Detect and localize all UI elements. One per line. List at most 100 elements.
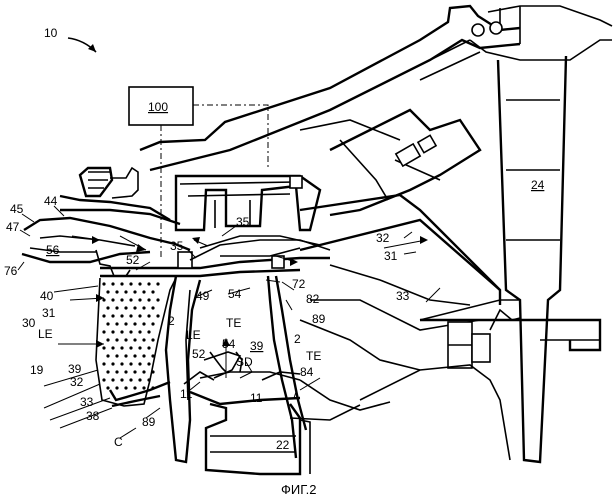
- label-19: 19: [30, 363, 44, 377]
- label-52-top: 52: [126, 253, 140, 267]
- cooling-hole: [120, 346, 123, 349]
- cooling-hole: [106, 306, 109, 309]
- cooling-hole: [106, 370, 109, 373]
- cooling-hole: [111, 298, 114, 301]
- cooling-hole: [106, 322, 109, 325]
- cooling-hole: [138, 298, 141, 301]
- label-22: 22: [276, 438, 290, 452]
- cooling-hole: [102, 378, 105, 381]
- cooling-hole: [138, 362, 141, 365]
- cooling-hole: [102, 362, 105, 365]
- cooling-hole: [133, 306, 136, 309]
- cooling-hole: [115, 386, 118, 389]
- cooling-hole: [142, 338, 145, 341]
- cooling-hole: [111, 362, 114, 365]
- label-te-right: TE: [306, 349, 321, 363]
- label-47: 47: [6, 220, 20, 234]
- cooling-hole: [129, 362, 132, 365]
- label-11-left: 11: [180, 387, 193, 401]
- label-39-mid: 39: [250, 339, 264, 353]
- cooling-hole: [133, 354, 136, 357]
- label-100: 100: [148, 100, 168, 114]
- cooling-hole: [115, 370, 118, 373]
- label-te-top: TE: [226, 316, 241, 330]
- cooling-hole: [129, 282, 132, 285]
- cooling-hole: [102, 346, 105, 349]
- cooling-hole: [156, 314, 159, 317]
- label-le-left: LE: [38, 327, 53, 341]
- label-72: 72: [292, 277, 306, 291]
- cooling-hole: [138, 282, 141, 285]
- cooling-hole: [111, 330, 114, 333]
- cooling-hole: [156, 298, 159, 301]
- control-line-right: [193, 105, 268, 168]
- cooling-hole: [142, 386, 145, 389]
- nozzle-vane-left: [166, 276, 200, 462]
- label-30: 30: [22, 316, 36, 330]
- cooling-hole: [115, 338, 118, 341]
- label-45: 45: [10, 202, 24, 216]
- label-2-right: 2: [294, 332, 301, 346]
- cooling-hole: [147, 314, 150, 317]
- cooling-hole: [138, 346, 141, 349]
- cooling-hole: [133, 370, 136, 373]
- label-56: 56: [46, 243, 60, 257]
- label-84: 84: [300, 365, 314, 379]
- cooling-hole: [133, 322, 136, 325]
- label-10: 10: [44, 26, 58, 40]
- seal-block: [448, 310, 520, 368]
- cooling-hole: [106, 386, 109, 389]
- label-c: C: [114, 435, 123, 449]
- outer-casing: [140, 6, 612, 170]
- cooling-hole: [151, 290, 154, 293]
- label-32-right: 32: [376, 231, 390, 245]
- cooling-hole: [106, 354, 109, 357]
- cooling-hole: [142, 354, 145, 357]
- cooling-hole: [133, 290, 136, 293]
- cooling-hole: [120, 362, 123, 365]
- cooling-hole: [124, 338, 127, 341]
- label-52-mid: 52: [192, 347, 206, 361]
- label-54-mid: 54: [222, 337, 236, 351]
- cooling-hole: [124, 354, 127, 357]
- cooling-hole: [111, 378, 114, 381]
- label-54-top: 54: [228, 287, 242, 301]
- support-struts: [290, 195, 520, 420]
- cooling-hole: [129, 298, 132, 301]
- cooling-hole: [129, 314, 132, 317]
- cooling-hole: [133, 338, 136, 341]
- fuel-nozzle-bracket: [60, 168, 180, 224]
- cooling-hole: [124, 386, 127, 389]
- cooling-hole: [115, 354, 118, 357]
- label-sd: SD: [236, 355, 253, 369]
- label-89-left: 89: [142, 415, 156, 429]
- cooling-hole: [138, 330, 141, 333]
- label-24: 24: [531, 178, 545, 192]
- label-39-left: 39: [68, 362, 82, 376]
- label-33-left: 33: [80, 395, 94, 409]
- cooling-hole: [102, 282, 105, 285]
- cooling-hole: [120, 298, 123, 301]
- cooling-hole: [151, 338, 154, 341]
- label-33-right: 33: [396, 289, 410, 303]
- cooling-hole: [147, 362, 150, 365]
- cooling-hole: [111, 346, 114, 349]
- combustor-liner: [300, 110, 480, 215]
- cooling-hole: [106, 290, 109, 293]
- cooling-hole: [102, 298, 105, 301]
- cooling-hole: [147, 298, 150, 301]
- cooling-hole: [115, 290, 118, 293]
- cooling-hole: [102, 314, 105, 317]
- cooling-hole: [147, 282, 150, 285]
- cooling-hole: [156, 282, 159, 285]
- label-le-mid: LE: [186, 328, 201, 342]
- cooling-hole: [115, 322, 118, 325]
- cooling-hole: [102, 330, 105, 333]
- label-44: 44: [44, 194, 58, 208]
- cooling-hole: [120, 314, 123, 317]
- cooling-hole: [147, 346, 150, 349]
- cooling-hole: [115, 306, 118, 309]
- cooling-hole: [142, 306, 145, 309]
- label-35-top: 35: [236, 215, 250, 229]
